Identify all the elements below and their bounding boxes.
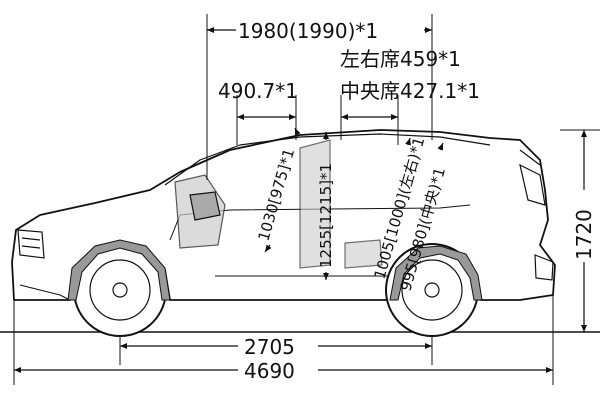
dim-overall-height: 1720 [572, 209, 596, 260]
rear-lights [519, 163, 554, 281]
dimension-arrows [14, 27, 587, 373]
dim-rear-center-seat: 中央席427.1*1 [340, 79, 480, 103]
front-seat [174, 174, 226, 249]
dim-wheelbase: 2705 [244, 335, 295, 359]
dim-rear-left-right-seat: 左右席459*1 [340, 47, 461, 71]
dim-front-headroom: 1030[975]*1 [255, 146, 299, 243]
dim-overall-length: 4690 [244, 359, 295, 383]
rear-seat [299, 139, 383, 269]
front-lights [17, 229, 45, 259]
fenders [67, 239, 483, 301]
dim-front-seat-gap: 490.7*1 [218, 79, 298, 103]
dim-front-height: 1255[1215]*1 [317, 163, 335, 268]
dim-front-headroom-span: 1980(1990)*1 [238, 19, 378, 43]
